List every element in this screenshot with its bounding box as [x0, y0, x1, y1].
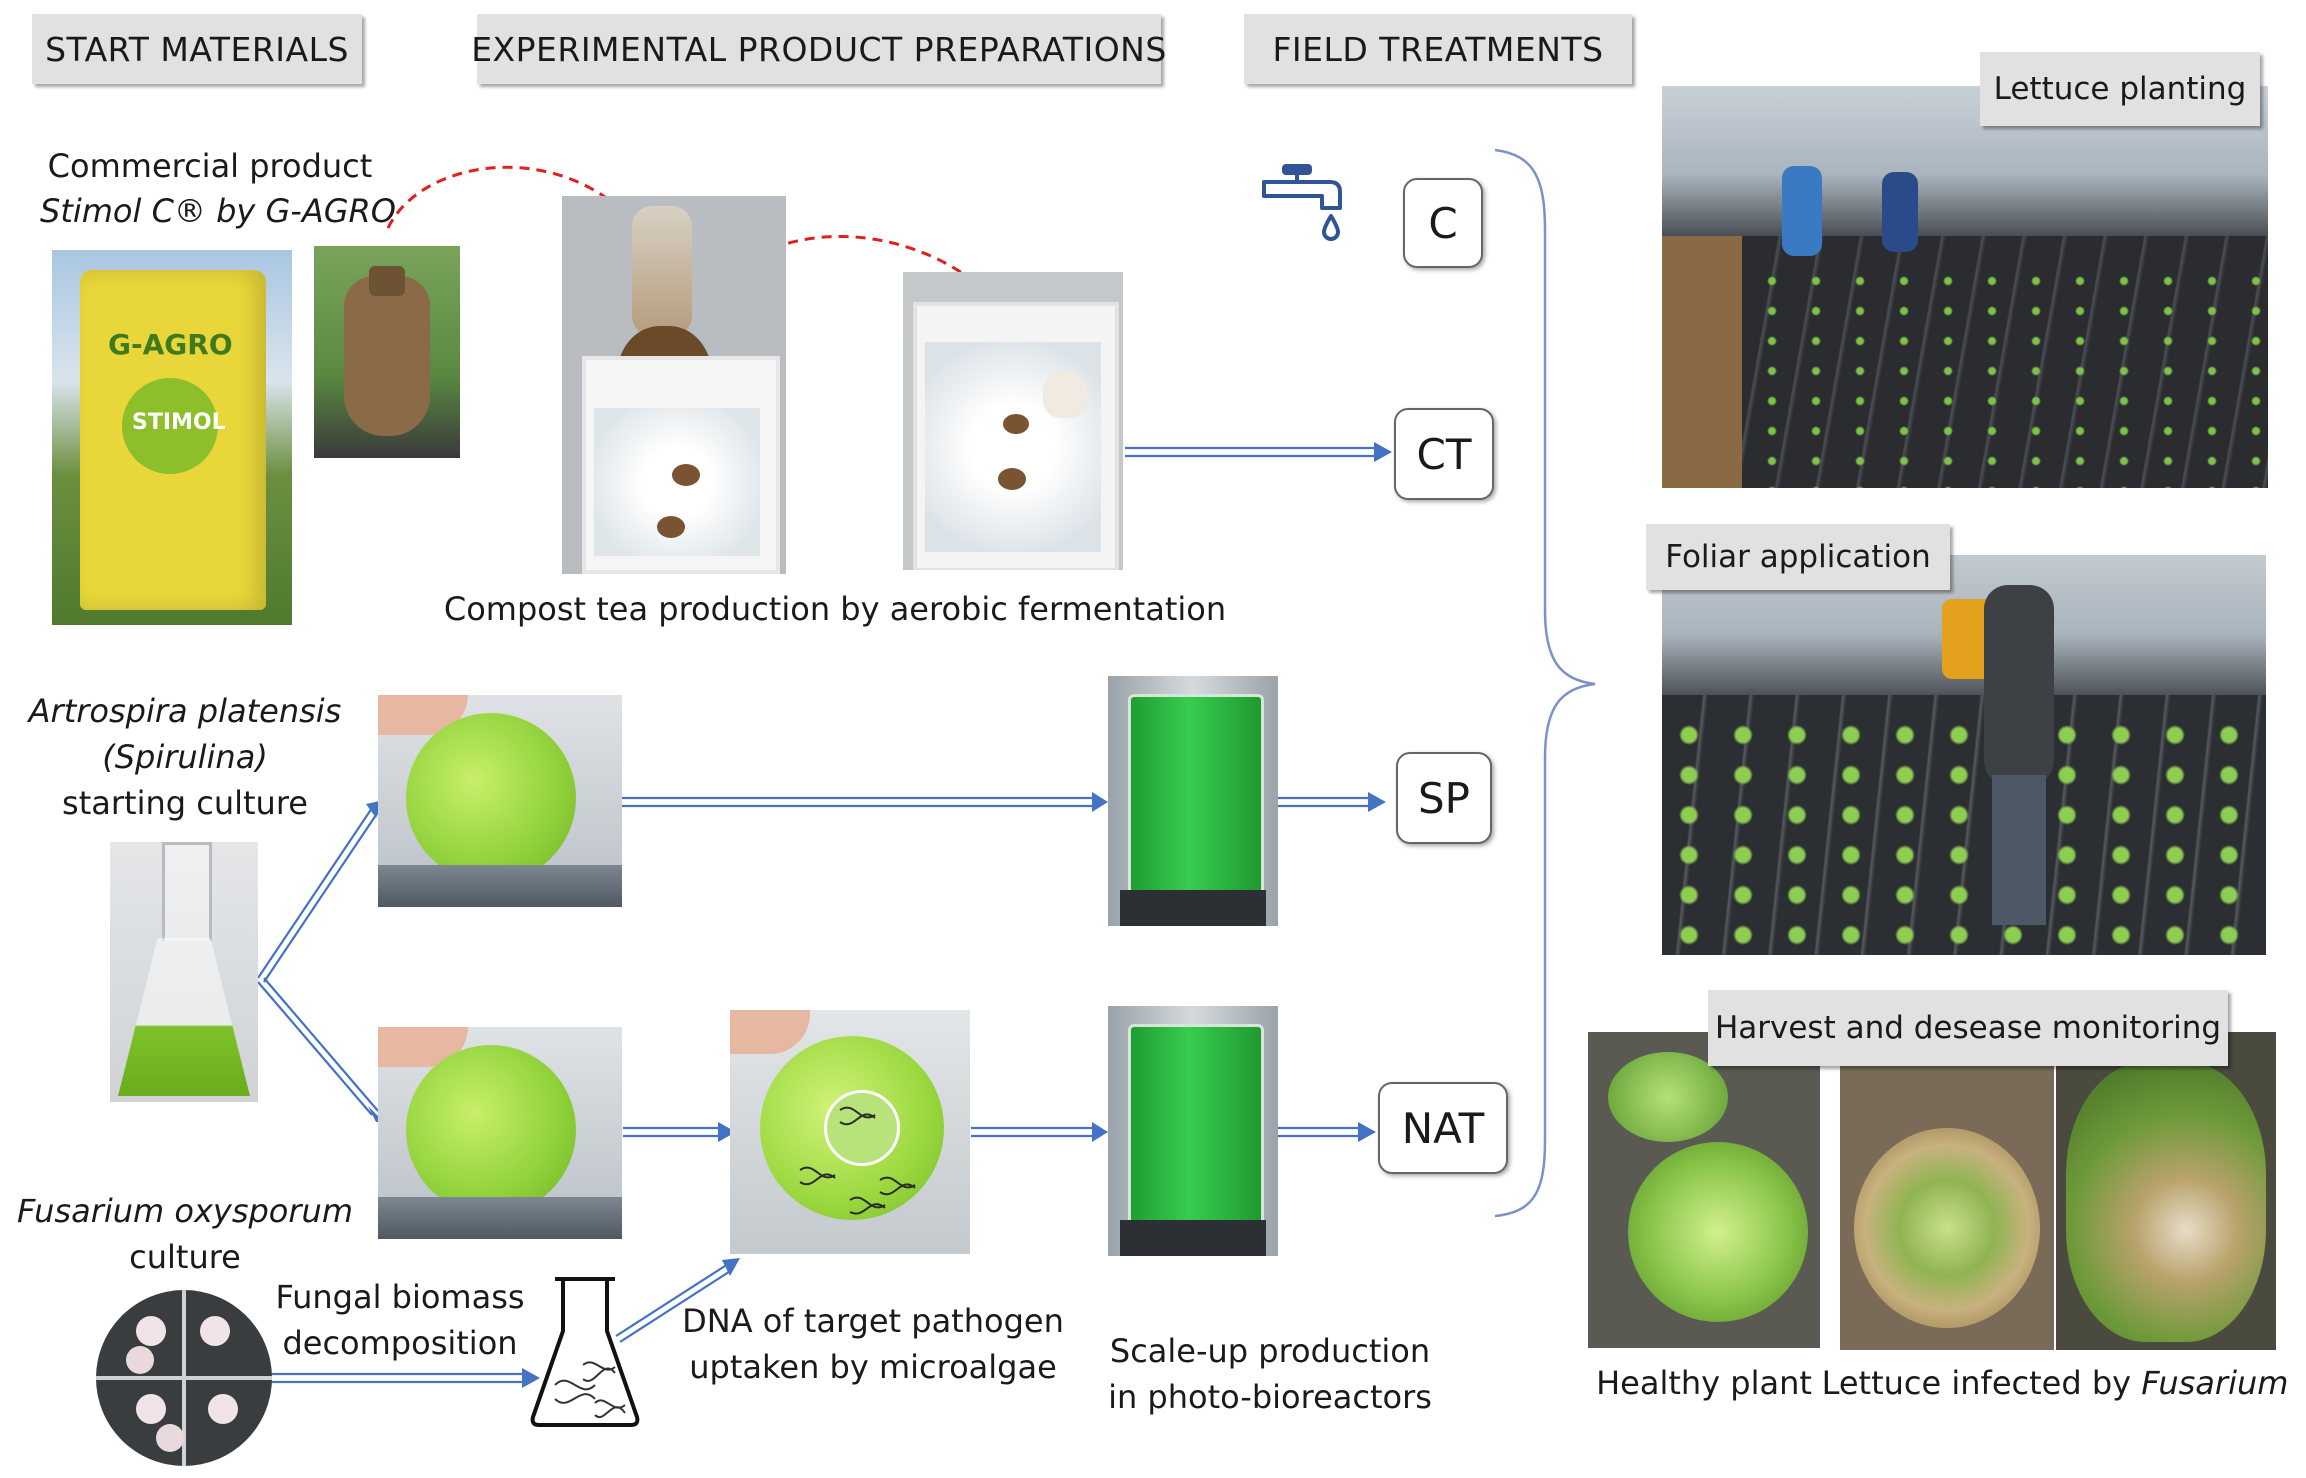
commercial-product-label: Commercial product	[47, 147, 373, 185]
header-product-preparations: EXPERIMENTAL PRODUCT PREPARATIONS	[471, 14, 1166, 84]
infected-plant-caption: Lettuce infected by Fusarium	[1820, 1360, 2290, 1406]
fusarium-petri-dish-photo	[96, 1290, 272, 1466]
spirulina-common-name: (Spirulina)	[102, 738, 268, 776]
infected-plant-photo-1	[1840, 1058, 2054, 1350]
commercial-product-name: Stimol C® by G-AGRO	[40, 192, 396, 230]
compost-tea-barrel-photo-1	[562, 196, 786, 574]
stimol-bag-photo: G-AGRO STIMOL	[52, 250, 292, 625]
fusarium-culture-label: culture	[129, 1238, 241, 1276]
compost-tea-barrel-photo-2	[903, 272, 1123, 570]
erlenmeyer-flask-icon	[530, 1277, 640, 1427]
treatment-ct: CT	[1394, 408, 1494, 500]
photobioreactor-photo-sp	[1108, 676, 1278, 926]
treatment-sp: SP	[1396, 752, 1492, 844]
spirulina-starting-flask-photo	[110, 842, 258, 1102]
dna-uptake-flask-photo	[730, 1010, 970, 1254]
water-tap-icon	[1262, 164, 1342, 241]
lettuce-planting-label: Lettuce planting	[1980, 52, 2260, 126]
harvest-monitoring-label: Harvest and desease monitoring	[1708, 990, 2228, 1066]
dna-strands-icon	[799, 1106, 916, 1215]
bag-product-text: STIMOL	[132, 410, 226, 435]
scaleup-label-2: in photo-bioreactors	[1108, 1378, 1432, 1416]
spirulina-culture-flask-photo-2	[378, 1027, 622, 1239]
spirulina-name: Artrospira platensis	[28, 692, 342, 730]
header-start-materials: START MATERIALS	[32, 14, 362, 84]
fusarium-name: Fusarium oxysporum	[17, 1192, 353, 1230]
spirulina-culture-flask-photo	[378, 695, 622, 907]
foliar-application-photo	[1662, 555, 2266, 955]
infected-plant-photo-2	[2056, 1032, 2276, 1350]
red-dashed-arrow-barrel-to-tank	[700, 235, 1055, 388]
compost-tea-caption: Compost tea production by aerobic fermen…	[443, 590, 1227, 628]
spirulina-culture-label: starting culture	[62, 784, 308, 822]
infected-caption-pathogen: Fusarium	[2141, 1364, 2289, 1402]
header-field-treatments: FIELD TREATMENTS	[1244, 14, 1632, 84]
foliar-application-label: Foliar application	[1646, 524, 1950, 590]
bag-brand-text: G-AGRO	[108, 328, 233, 361]
treatment-nat: NAT	[1378, 1082, 1508, 1174]
dna-uptake-label-2: uptaken by microalgae	[689, 1348, 1057, 1386]
treatment-c: C	[1403, 178, 1483, 268]
fungal-biomass-label: Fungal biomass	[275, 1278, 525, 1316]
fungal-decomposition-label: decomposition	[282, 1324, 518, 1362]
compost-sack-photo	[314, 246, 460, 458]
treatments-brace	[1494, 148, 1596, 1218]
lettuce-planting-photo	[1662, 86, 2268, 488]
red-dashed-arrow-bag-to-barrel	[386, 165, 687, 321]
scaleup-label-1: Scale-up production	[1109, 1332, 1431, 1370]
infected-caption-prefix: Lettuce infected by	[1821, 1364, 2142, 1402]
photobioreactor-photo-nat	[1108, 1006, 1278, 1256]
healthy-plant-caption: Healthy plant	[1596, 1364, 1812, 1402]
dna-uptake-label-1: DNA of target pathogen	[682, 1302, 1064, 1340]
healthy-plant-photo	[1588, 1032, 1820, 1348]
